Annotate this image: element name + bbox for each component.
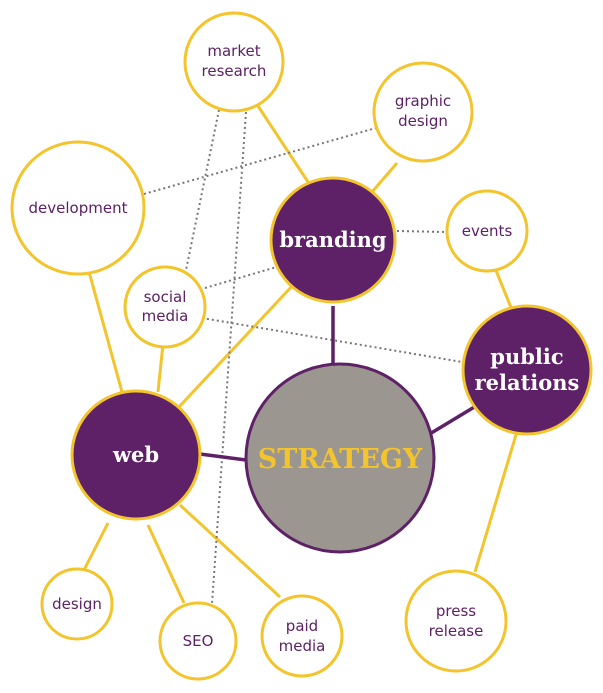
node-press-release: press release bbox=[404, 569, 508, 673]
node-design: design bbox=[40, 567, 114, 641]
node-events: events bbox=[445, 189, 529, 273]
edge-web-design bbox=[82, 522, 110, 571]
market-research-label-line2: research bbox=[202, 62, 267, 80]
graphic-design-label-line1: graphic bbox=[395, 92, 451, 110]
public-relations-label-line1: public bbox=[490, 344, 563, 369]
edge-social-web bbox=[156, 343, 165, 393]
public-relations-label-line2: relations bbox=[475, 370, 580, 395]
development-label: development bbox=[29, 199, 128, 217]
dotted-branding-events bbox=[396, 230, 447, 233]
dotted-market-seo bbox=[211, 111, 247, 605]
strategy-label: STRATEGY bbox=[258, 444, 423, 475]
paid-media-label-line2: media bbox=[279, 637, 326, 655]
edge-strategy-web bbox=[199, 452, 247, 462]
node-graphic-design: graphic design bbox=[372, 61, 474, 163]
dotted-development-graphic bbox=[143, 127, 377, 195]
events-label: events bbox=[462, 222, 513, 240]
node-web: web bbox=[70, 389, 202, 521]
design-label: design bbox=[52, 595, 102, 613]
edge-events-pr bbox=[493, 267, 514, 311]
social-media-label-line2: media bbox=[142, 307, 189, 325]
edge-web-seo bbox=[146, 524, 186, 604]
node-public-relations: public relations bbox=[461, 304, 593, 436]
yellow-connectors bbox=[82, 105, 520, 604]
node-branding: branding bbox=[269, 176, 397, 304]
node-social-media: social media bbox=[123, 265, 207, 349]
market-research-label-line1: market bbox=[207, 42, 260, 60]
node-seo: SEO bbox=[158, 601, 238, 681]
edge-pr-press bbox=[473, 427, 520, 573]
dotted-market-social bbox=[185, 109, 220, 271]
dotted-social-branding bbox=[204, 265, 281, 289]
node-paid-media: paid media bbox=[260, 594, 344, 678]
purple-connectors bbox=[199, 306, 477, 462]
edge-graphic-branding bbox=[370, 162, 399, 193]
social-media-label-line1: social bbox=[144, 288, 187, 306]
graphic-design-label-line2: design bbox=[398, 112, 448, 130]
edge-strategy-pr bbox=[427, 404, 477, 437]
seo-label: SEO bbox=[183, 632, 214, 650]
node-market-research: market research bbox=[183, 11, 285, 113]
edge-market-branding bbox=[256, 105, 314, 189]
press-release-label-line1: press bbox=[436, 602, 476, 620]
paid-media-label-line1: paid bbox=[286, 617, 318, 635]
press-release-label-line2: release bbox=[429, 622, 484, 640]
node-strategy: STRATEGY bbox=[244, 362, 436, 554]
web-label: web bbox=[112, 442, 159, 467]
node-development: development bbox=[10, 140, 146, 276]
edge-branding-web bbox=[176, 282, 296, 410]
edge-development-web bbox=[86, 267, 124, 393]
branding-label: branding bbox=[279, 227, 387, 252]
edge-web-paid bbox=[178, 503, 282, 599]
